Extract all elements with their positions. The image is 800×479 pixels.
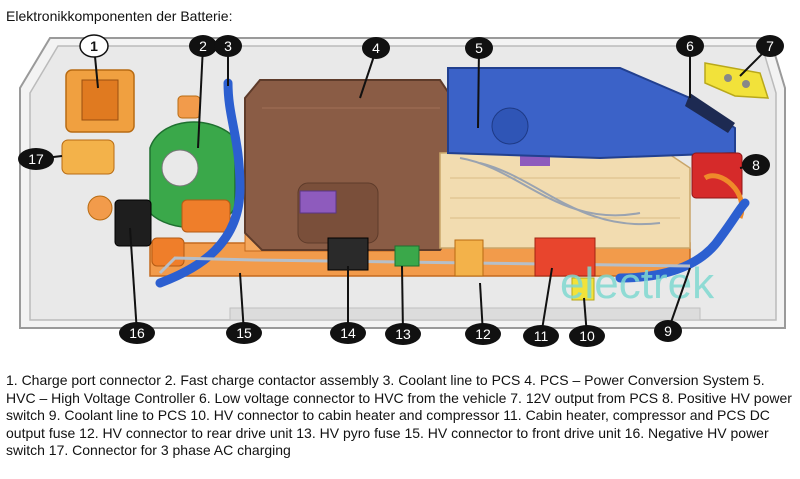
svg-text:8: 8 — [752, 157, 760, 173]
callout-9: 9 — [654, 320, 682, 342]
svg-text:4: 4 — [372, 40, 380, 56]
page-heading: Elektronikkomponenten der Batterie: — [6, 8, 233, 24]
callout-5: 5 — [465, 37, 493, 59]
svg-text:10: 10 — [579, 328, 595, 344]
svg-text:14: 14 — [340, 325, 356, 341]
svg-text:15: 15 — [236, 325, 252, 341]
pcs-unit — [244, 79, 453, 251]
callout-11: 11 — [523, 325, 559, 347]
svg-text:16: 16 — [129, 325, 145, 341]
hvc-unit — [447, 67, 736, 160]
callout-17: 17 — [18, 148, 54, 170]
svg-text:17: 17 — [28, 151, 44, 167]
callout-15: 15 — [226, 322, 262, 344]
callout-4: 4 — [362, 37, 390, 59]
svg-text:7: 7 — [766, 38, 774, 54]
component-legend-caption: 1. Charge port connector 2. Fast charge … — [6, 372, 792, 458]
callout-badges: 1 2 3 4 5 6 7 8 9 10 11 12 13 14 15 16 1… — [18, 34, 784, 347]
svg-text:1: 1 — [90, 38, 98, 54]
callout-12: 12 — [465, 323, 501, 345]
battery-electronics-diagram: electrek 1 2 3 4 5 6 7 8 9 10 11 12 13 1… — [18, 34, 786, 347]
ac-charging-connector — [61, 139, 115, 175]
fast-charge-contactor — [149, 95, 236, 233]
callout-8: 8 — [742, 154, 770, 176]
electrek-watermark: electrek — [560, 259, 715, 308]
charge-port-connector — [65, 69, 135, 133]
12v-output — [704, 62, 770, 99]
svg-text:3: 3 — [224, 38, 232, 54]
callout-3: 3 — [214, 35, 242, 57]
svg-text:9: 9 — [664, 323, 672, 339]
svg-text:11: 11 — [534, 328, 549, 344]
callout-2: 2 — [189, 35, 217, 57]
callout-16: 16 — [119, 322, 155, 344]
callout-6: 6 — [676, 35, 704, 57]
hv-controller-base — [439, 147, 691, 249]
bottom-components — [327, 237, 596, 301]
svg-text:13: 13 — [395, 326, 411, 342]
callout-10: 10 — [569, 325, 605, 347]
callout-7: 7 — [756, 35, 784, 57]
svg-text:12: 12 — [475, 326, 491, 342]
svg-text:6: 6 — [686, 38, 694, 54]
svg-text:5: 5 — [475, 40, 483, 56]
callout-14: 14 — [330, 322, 366, 344]
svg-text:2: 2 — [199, 38, 207, 54]
callout-13: 13 — [385, 323, 421, 345]
callout-1: 1 — [79, 34, 109, 58]
